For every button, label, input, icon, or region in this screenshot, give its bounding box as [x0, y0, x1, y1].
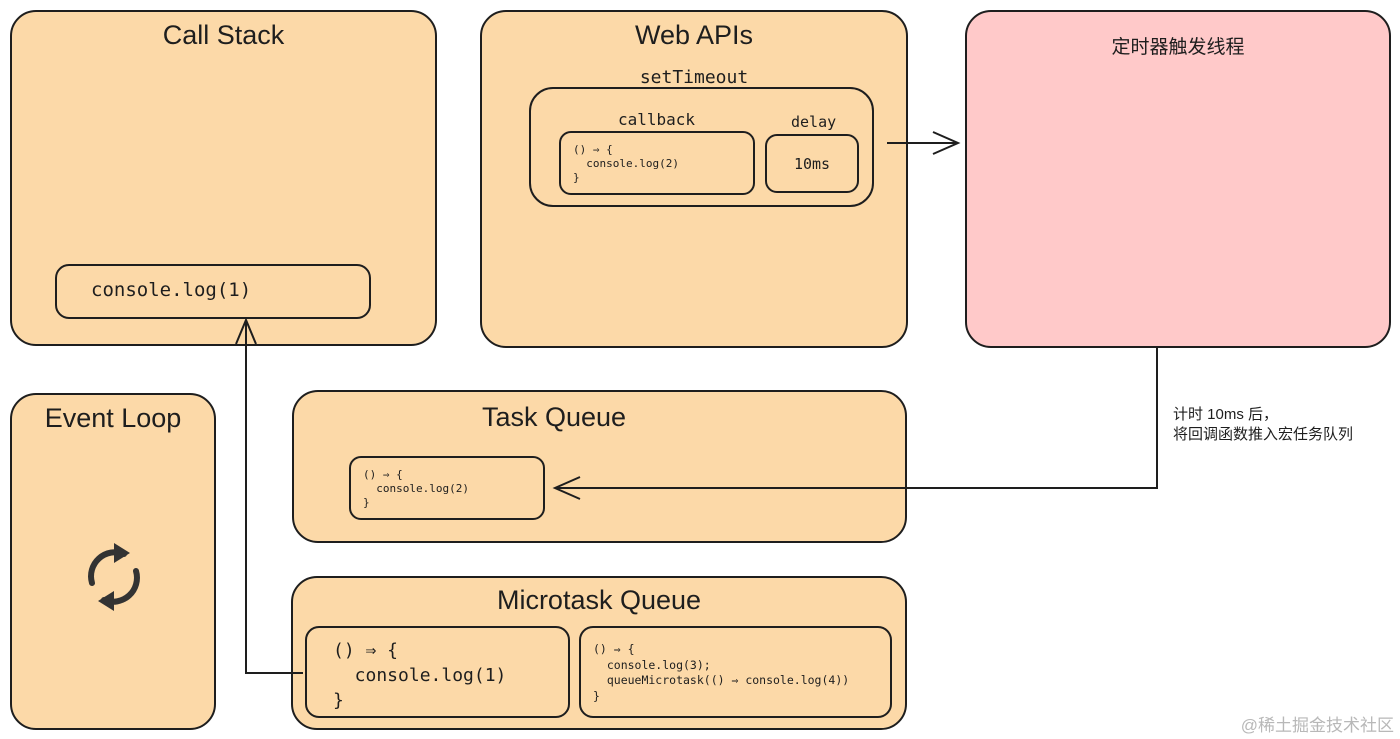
callback-label: callback — [618, 110, 696, 129]
web-apis-title: Web APIs — [634, 20, 754, 50]
call-stack-title: Call Stack — [162, 20, 285, 50]
call-stack-frame: console.log(1) — [55, 264, 371, 319]
event-loop-panel: Event Loop — [10, 393, 216, 730]
delay-value: 10ms — [793, 155, 831, 173]
event-loop-title: Event Loop — [44, 403, 182, 433]
call-stack-frame-text: console.log(1) — [91, 279, 252, 301]
set-timeout-label: setTimeout — [639, 67, 749, 88]
callback-box: () ⇒ { console.log(2) } — [559, 131, 755, 195]
microtask-queue-title: Microtask Queue — [496, 585, 702, 615]
timer-note-line1: 计时 10ms 后， — [1173, 406, 1279, 423]
timer-note-line2: 将回调函数推入宏任务队列 — [1173, 426, 1354, 443]
microtask-queue-panel: Microtask Queue () ⇒ { console.log(1) } … — [291, 576, 907, 730]
microtask-item-2-code: () ⇒ { console.log(3); queueMicrotask(()… — [593, 642, 850, 703]
task-queue-title: Task Queue — [481, 402, 627, 432]
task-queue-panel: Task Queue () ⇒ { console.log(2) } — [292, 390, 907, 543]
watermark: @稀土掘金技术社区 — [1240, 716, 1394, 735]
refresh-cycle-icon — [88, 543, 140, 611]
microtask-item-2: () ⇒ { console.log(3); queueMicrotask(()… — [579, 626, 892, 718]
callback-code: () ⇒ { console.log(2) } — [573, 143, 679, 184]
task-queue-item: () ⇒ { console.log(2) } — [349, 456, 545, 520]
web-api-to-timer-arrowhead — [932, 131, 961, 155]
delay-box: 10ms — [765, 134, 859, 193]
timer-thread-title: 定时器触发线程 — [1111, 37, 1245, 58]
web-apis-panel: Web APIs setTimeout callback delay () ⇒ … — [480, 10, 908, 348]
delay-label: delay — [791, 113, 837, 131]
microtask-item-1: () ⇒ { console.log(1) } — [305, 626, 570, 718]
timer-thread-panel: 定时器触发线程 — [965, 10, 1391, 348]
set-timeout-container: callback delay () ⇒ { console.log(2) } 1… — [529, 87, 874, 207]
task-queue-item-code: () ⇒ { console.log(2) } — [363, 468, 469, 509]
microtask-item-1-code: () ⇒ { console.log(1) } — [333, 640, 507, 711]
timer-note: 计时 10ms 后， 将回调函数推入宏任务队列 — [1173, 405, 1353, 445]
call-stack-panel: Call Stack console.log(1) — [10, 10, 437, 346]
